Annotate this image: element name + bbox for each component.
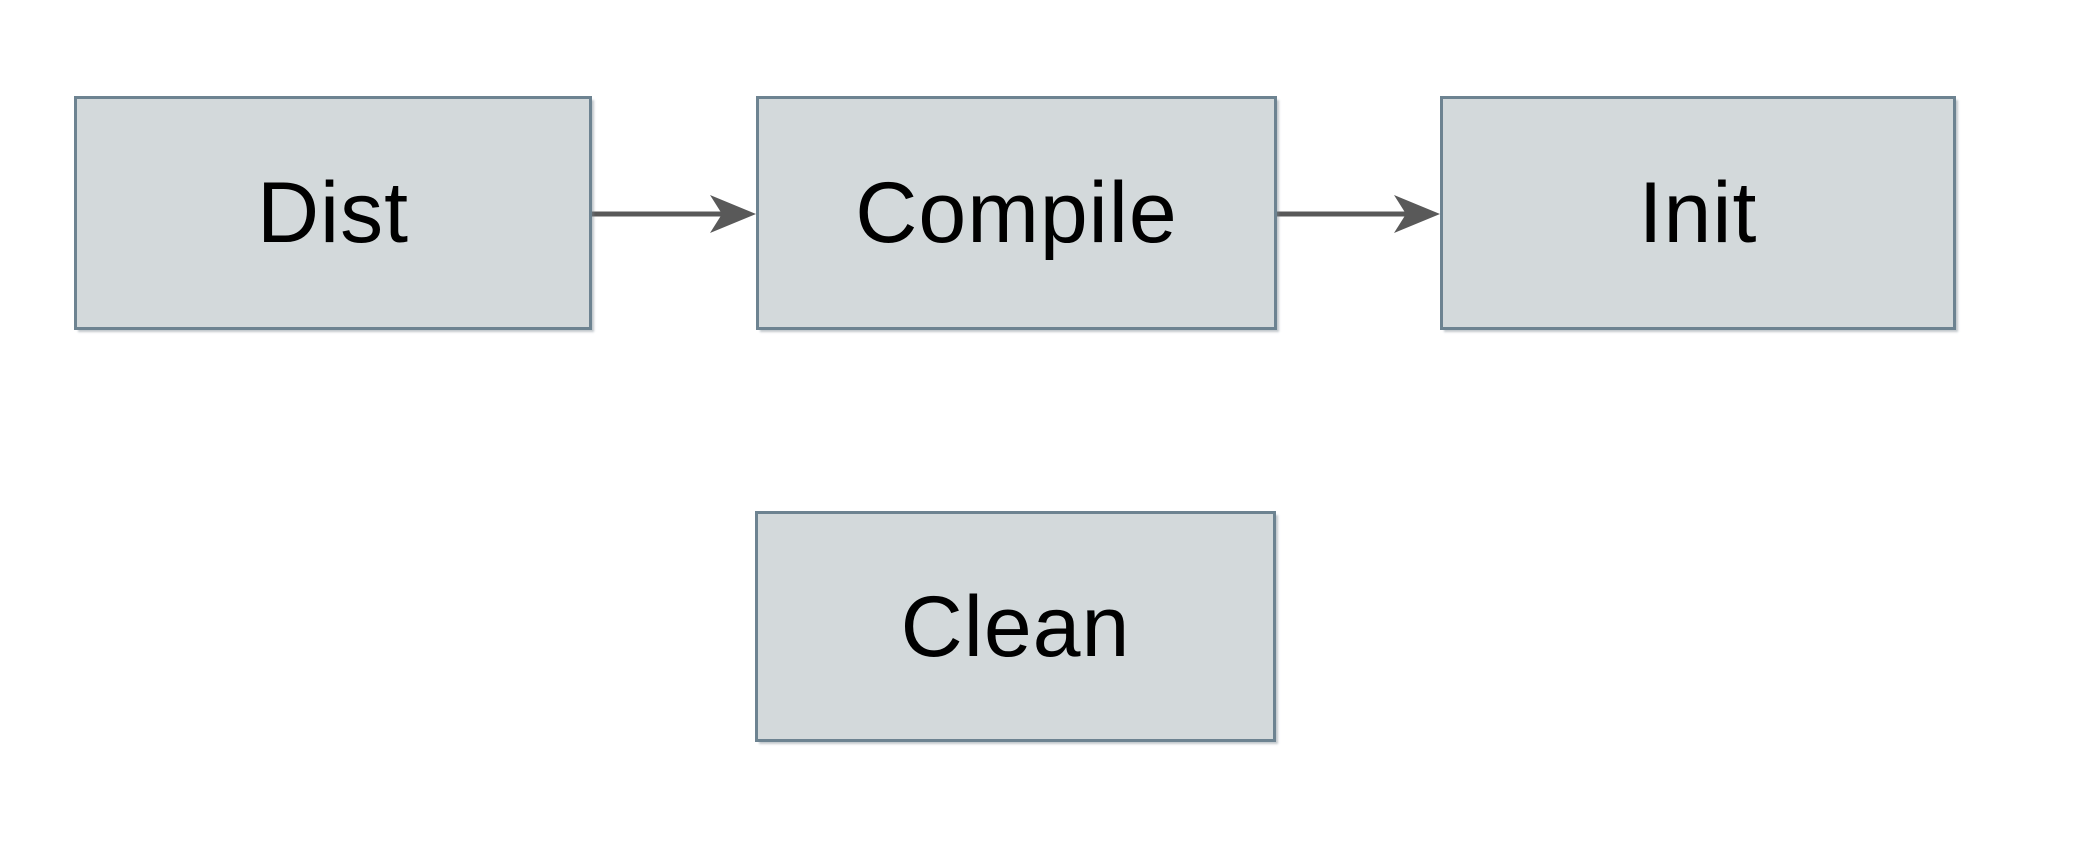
flowchart-node-dist: Dist — [74, 96, 592, 330]
node-label-init: Init — [1638, 165, 1758, 261]
node-label-dist: Dist — [256, 165, 410, 261]
flowchart-node-compile: Compile — [756, 96, 1277, 330]
node-label-compile: Compile — [855, 165, 1178, 261]
edge-arrow-compile-to-init — [1277, 195, 1440, 233]
flowchart-node-clean: Clean — [755, 511, 1276, 742]
edge-arrow-dist-to-compile — [592, 195, 756, 233]
node-label-clean: Clean — [900, 578, 1131, 675]
flowchart-node-init: Init — [1440, 96, 1956, 330]
